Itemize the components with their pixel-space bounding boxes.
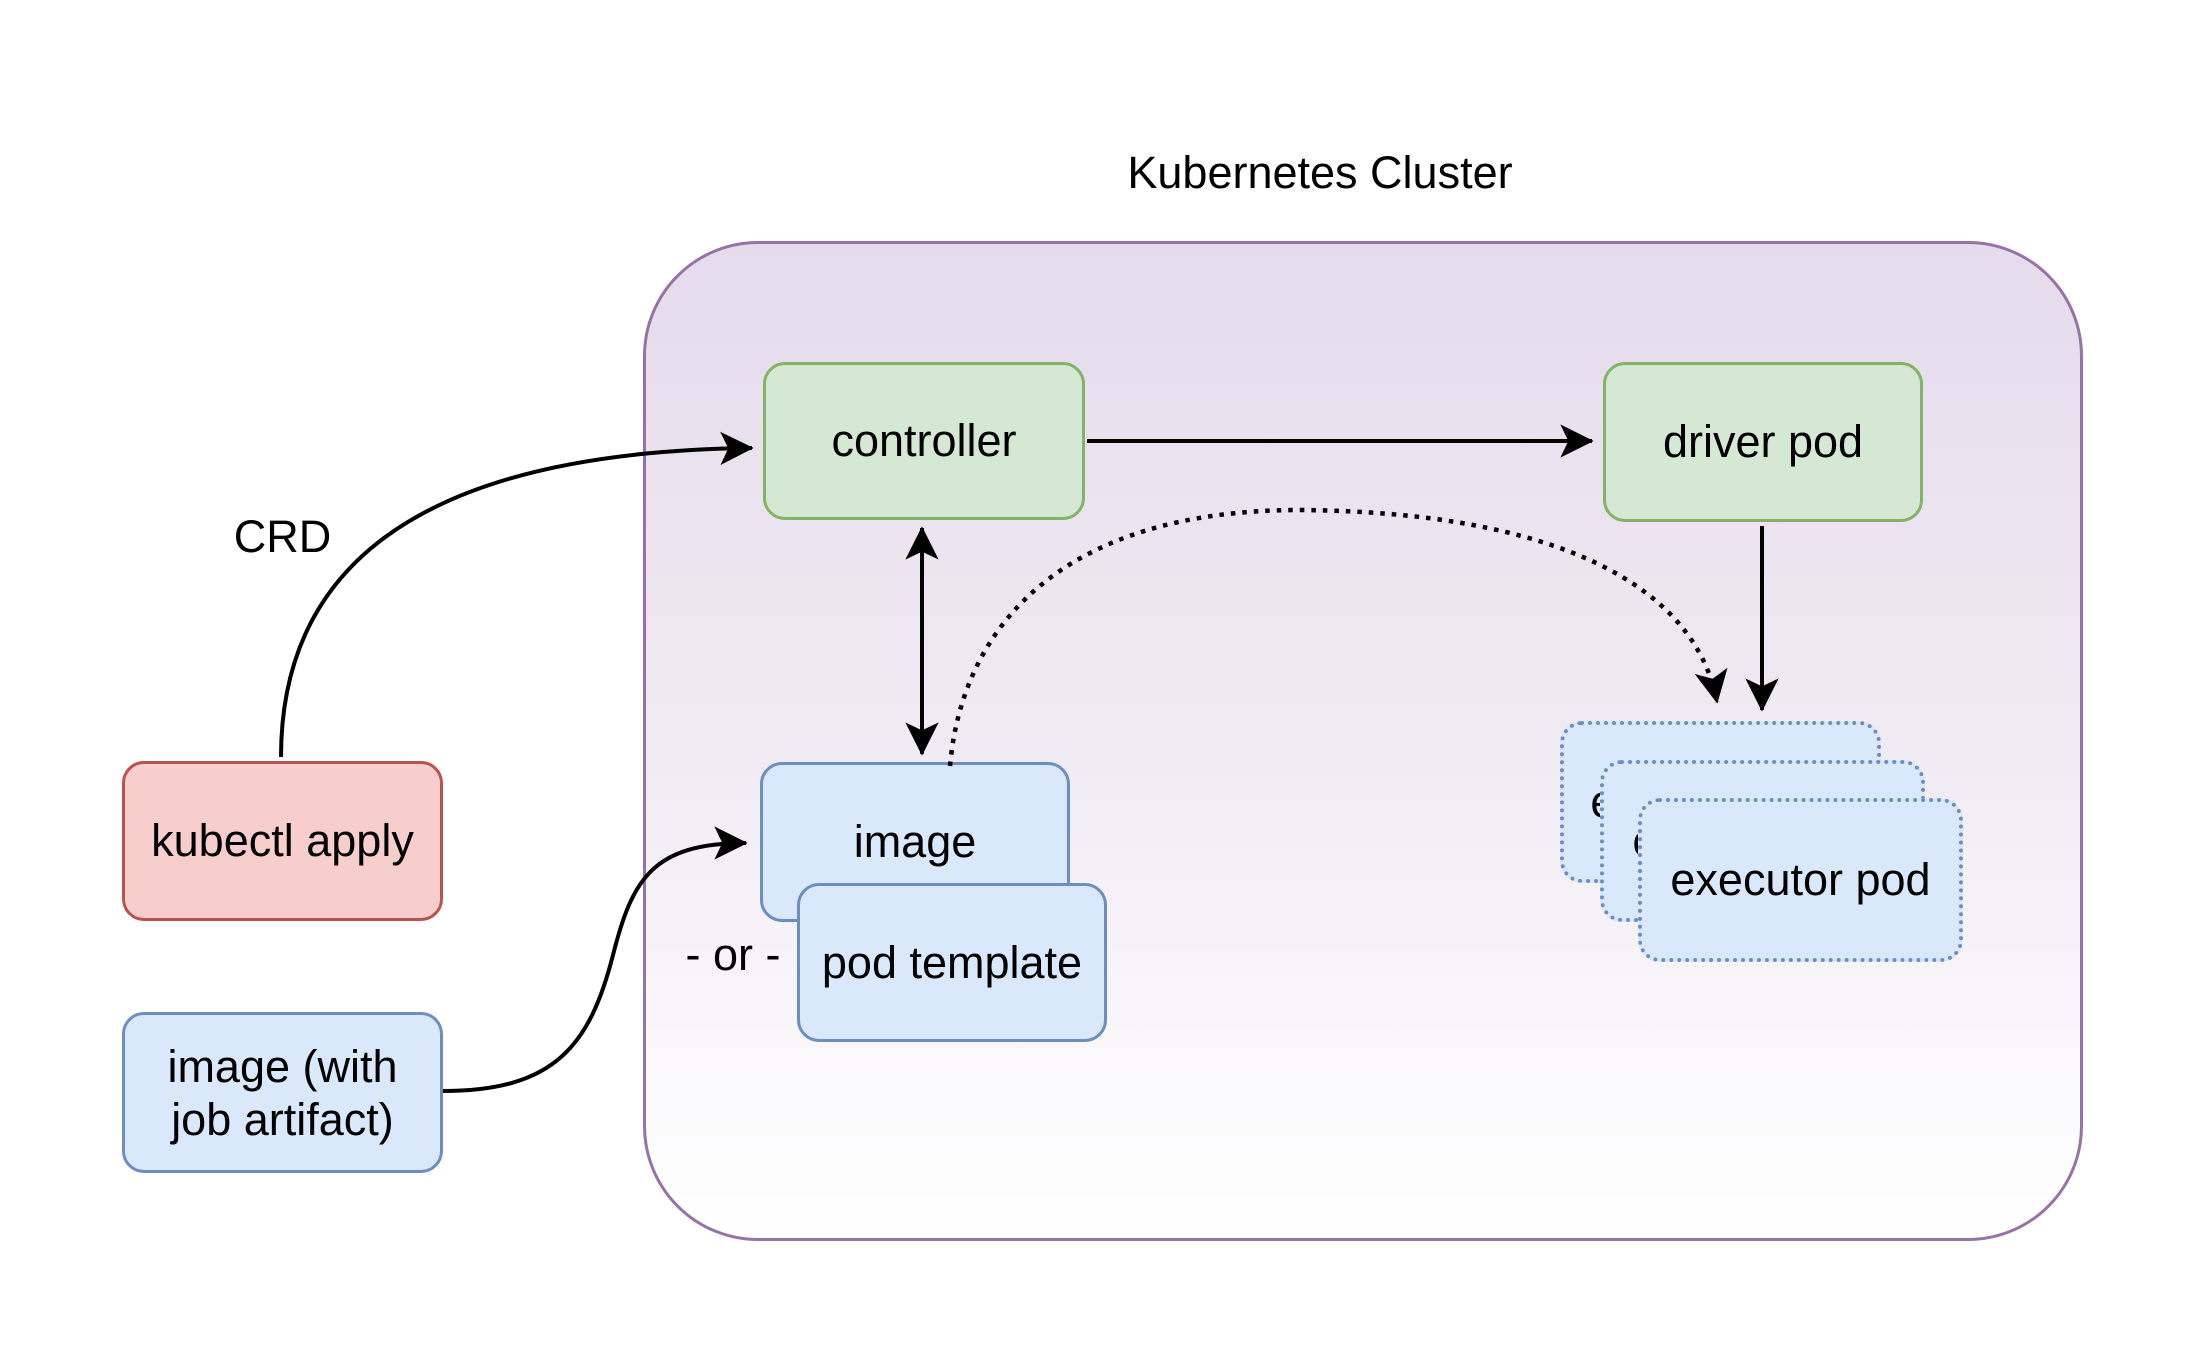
node-controller: controller [763, 362, 1085, 520]
crd-label: CRD [233, 511, 332, 562]
node-image-with-job-artifact-label: image (with job artifact) [167, 1040, 397, 1146]
node-image-with-job-artifact: image (with job artifact) [122, 1012, 443, 1173]
image-with-artifact-line2: job artifact) [171, 1093, 394, 1145]
node-controller-label: controller [831, 415, 1017, 466]
or-label: - or - [685, 929, 781, 980]
node-executor-pod-front: executor pod [1638, 798, 1963, 962]
node-image-label: image [853, 816, 977, 867]
node-driver-pod: driver pod [1603, 362, 1923, 522]
cluster-title: Kubernetes Cluster [1127, 147, 1513, 198]
node-driver-pod-label: driver pod [1662, 416, 1864, 467]
node-pod-template-label: pod template [821, 936, 1083, 988]
node-executor-pod-front-label: executor pod [1670, 854, 1931, 905]
node-pod-template: pod template [797, 883, 1107, 1042]
node-kubectl-apply: kubectl apply [122, 761, 443, 921]
node-kubectl-apply-label: kubectl apply [151, 815, 414, 866]
image-with-artifact-line1: image (with [167, 1040, 398, 1092]
